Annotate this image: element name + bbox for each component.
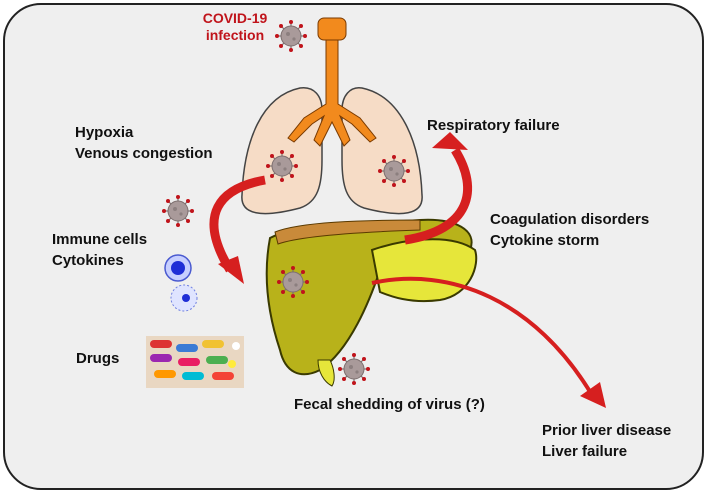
immune-cell-icon [164,254,198,312]
pills-icon [146,336,244,388]
arrow-head-to-liver [218,256,244,284]
arrow-head-to-lungs [432,132,468,150]
hypoxia-line-2: Venous congestion [75,145,213,162]
prior-line-2: Liver failure [542,443,628,460]
prior-line-1: Prior liver disease [542,422,672,439]
prior-label: Prior liver disease Liver failure [542,420,671,462]
immune-label: Immune cells Cytokines [52,229,147,271]
coagulation-label: Coagulation disorders Cytokine storm [490,209,649,251]
hypoxia-label: Hypoxia Venous congestion [75,122,213,164]
immune-line-1: Immune cells [52,231,148,248]
coagulation-line-1: Coagulation disorders [490,211,650,228]
coagulation-line-2: Cytokine storm [490,232,600,249]
arrow-head-to-liver-failure [580,382,606,408]
covid-line-2: infection [205,27,265,43]
immune-line-2: Cytokines [52,252,124,269]
respiratory-label: Respiratory failure [427,117,560,134]
covid-line-1: COVID-19 [202,10,268,26]
arrows [209,132,606,408]
covid-label: COVID-19 infection [190,10,280,44]
drugs-label: Drugs [76,350,120,367]
liver-icon [265,218,478,387]
hypoxia-line-1: Hypoxia [75,124,134,141]
fecal-label: Fecal shedding of virus (?) [294,396,485,413]
